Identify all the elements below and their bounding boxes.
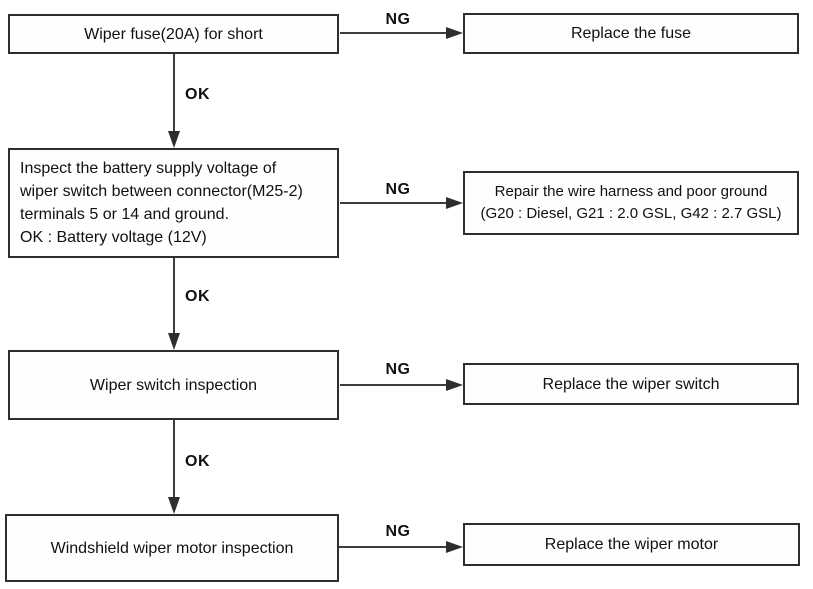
action-box-replace-fuse: Replace the fuse bbox=[463, 13, 799, 54]
ng-label-3: NG bbox=[385, 361, 411, 378]
action-box-replace-motor: Replace the wiper motor bbox=[463, 523, 800, 566]
ng-connector-line-4 bbox=[339, 546, 447, 548]
ok-connector-line-1 bbox=[173, 54, 175, 134]
ng-label-1: NG bbox=[385, 11, 411, 28]
ok-connector-line-2 bbox=[173, 258, 175, 335]
step-box-wiper-motor: Windshield wiper motor inspection bbox=[5, 514, 339, 582]
ok-label-2: OK bbox=[185, 288, 210, 305]
ng-arrowhead-icon-4 bbox=[446, 541, 463, 553]
ng-connector-line-3 bbox=[340, 384, 447, 386]
ng-label-4: NG bbox=[385, 523, 411, 540]
ok-label-3: OK bbox=[185, 453, 210, 470]
ok-label-1: OK bbox=[185, 86, 210, 103]
ng-label-2: NG bbox=[385, 181, 411, 198]
ng-connector-line-2 bbox=[340, 202, 447, 204]
ok-arrowhead-icon-2 bbox=[168, 333, 180, 350]
ng-connector-line-1 bbox=[340, 32, 447, 34]
ok-arrowhead-icon-3 bbox=[168, 497, 180, 514]
action-box-replace-switch: Replace the wiper switch bbox=[463, 363, 799, 405]
ng-arrowhead-icon-3 bbox=[446, 379, 463, 391]
ok-connector-line-3 bbox=[173, 420, 175, 499]
ng-arrowhead-icon-1 bbox=[446, 27, 463, 39]
step-box-wiper-fuse: Wiper fuse(20A) for short bbox=[8, 14, 339, 54]
ok-arrowhead-icon-1 bbox=[168, 131, 180, 148]
step-box-wiper-switch: Wiper switch inspection bbox=[8, 350, 339, 420]
action-box-repair-harness: Repair the wire harness and poor ground … bbox=[463, 171, 799, 235]
ng-arrowhead-icon-2 bbox=[446, 197, 463, 209]
step-box-battery-voltage: Inspect the battery supply voltage of wi… bbox=[8, 148, 339, 258]
